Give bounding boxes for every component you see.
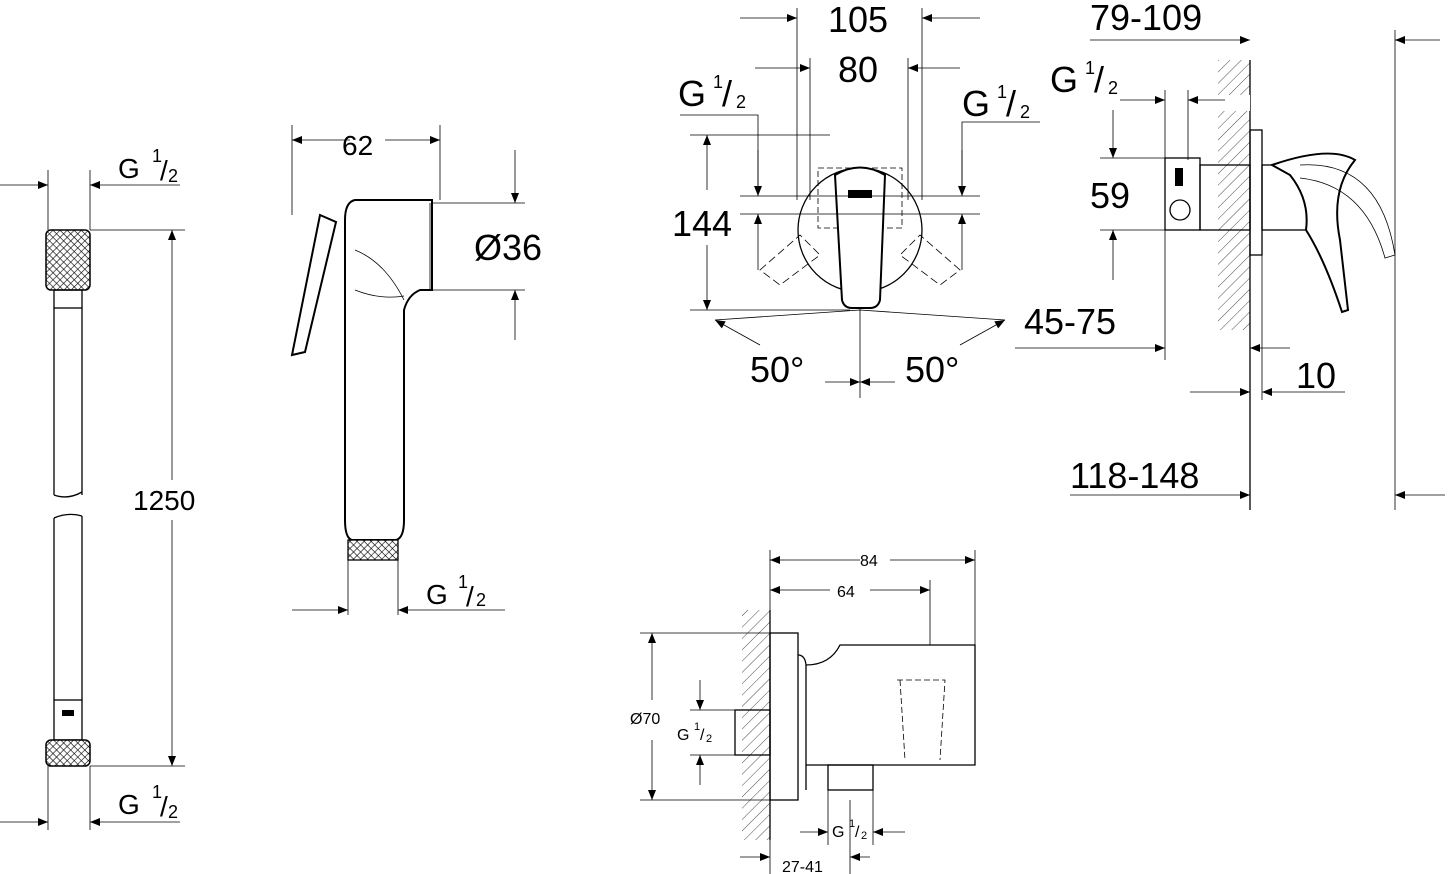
mixer-width-outer-label: 105 [828, 0, 888, 40]
mixer-thread-left-label: G 1 / 2 [678, 72, 746, 114]
thread-den: 2 [168, 166, 178, 186]
svg-text:/: / [160, 155, 168, 186]
thread-num: 1 [694, 721, 700, 733]
thread-den: 2 [168, 802, 178, 822]
thread-num: 1 [1085, 58, 1095, 78]
mixer-depth-range-label: 45-75 [1024, 301, 1116, 342]
side-height-label: 59 [1090, 175, 1130, 216]
wall-connector-drawing [640, 550, 976, 874]
handshower-thread-label: G 1 / 2 [426, 572, 486, 612]
thread-num: 1 [713, 72, 723, 92]
mixer-angle-left-label: 50° [750, 349, 804, 390]
thread-num: 1 [458, 572, 468, 592]
thread-g: G [962, 83, 990, 124]
hose-thread-top-label: G 1 / 2 [118, 146, 178, 186]
thread-g: G [118, 789, 140, 820]
hose-bottom-nut [45, 739, 91, 767]
mixer-angle-right-label: 50° [905, 349, 959, 390]
thread-g: G [678, 73, 706, 114]
mixer-front-drawing [680, 8, 1040, 398]
connector-width-outer-label: 84 [860, 553, 878, 570]
thread-den: 2 [706, 733, 712, 745]
side-offset-label: 10 [1296, 355, 1336, 396]
connector-width-inner-label: 64 [837, 584, 855, 601]
svg-text:/: / [700, 727, 705, 744]
svg-text:/: / [855, 824, 860, 841]
handshower-drawing [290, 125, 525, 615]
thread-num: 1 [152, 146, 162, 166]
mixer-thread-right-label: G 1 / 2 [962, 82, 1030, 124]
svg-text:/: / [1094, 59, 1104, 100]
connector-thread-bottom-label: G 1 / 2 [832, 818, 867, 842]
side-projection-label: 79-109 [1090, 0, 1202, 38]
svg-text:/: / [1006, 83, 1016, 124]
thread-g: G [1050, 59, 1078, 100]
handshower-width-label: 62 [342, 130, 373, 161]
mixer-side-drawing [1015, 30, 1445, 510]
side-thread-label: G 1 / 2 [1050, 58, 1118, 100]
hose-length-label: 1250 [133, 485, 195, 516]
connector-depth-range-label: 27-41 [782, 859, 823, 874]
thread-num: 1 [997, 82, 1007, 102]
mixer-height-label: 144 [672, 203, 732, 244]
hose-top-nut [45, 229, 91, 291]
connector-diameter-label: Ø70 [630, 711, 660, 728]
svg-text:/: / [160, 791, 168, 822]
connector-thread-side-label: G 1 / 2 [677, 721, 712, 745]
thread-num: 1 [849, 818, 855, 830]
svg-text:/: / [722, 73, 732, 114]
mixer-width-inner-label: 80 [838, 49, 878, 90]
thread-g: G [832, 824, 844, 841]
thread-g: G [426, 579, 448, 610]
thread-g: G [118, 153, 140, 184]
thread-den: 2 [736, 92, 746, 112]
side-total-projection-label: 118-148 [1070, 455, 1199, 496]
hose-thread-bottom-label: G 1 / 2 [118, 782, 178, 822]
thread-den: 2 [476, 590, 486, 610]
hose-drawing [0, 170, 185, 830]
thread-num: 1 [152, 782, 162, 802]
thread-den: 2 [1020, 102, 1030, 122]
thread-den: 2 [1108, 78, 1118, 98]
handshower-diameter-label: Ø36 [474, 227, 542, 268]
svg-text:/: / [466, 581, 474, 612]
thread-den: 2 [861, 830, 867, 842]
thread-g: G [677, 727, 689, 744]
